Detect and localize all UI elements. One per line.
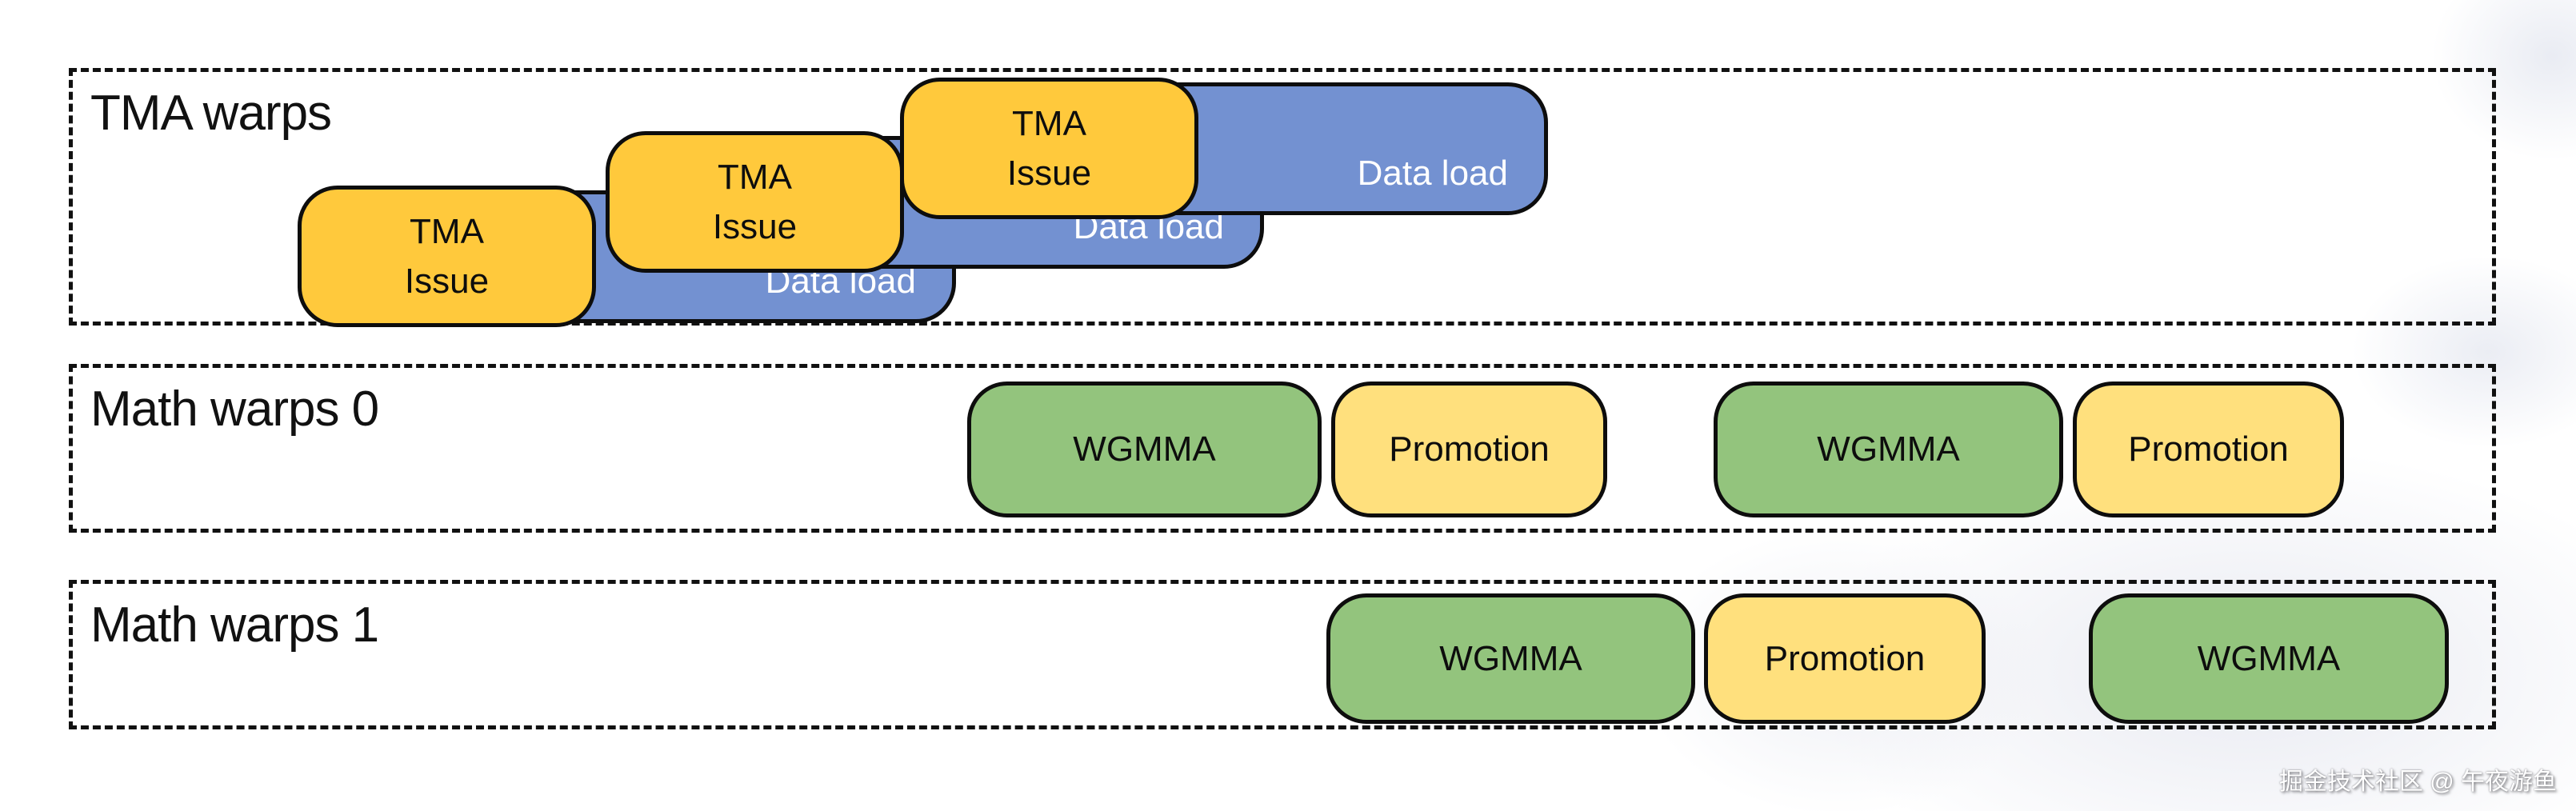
promotion-box: Promotion bbox=[1704, 593, 1986, 724]
wgmma-label: WGMMA bbox=[1073, 429, 1216, 469]
lane-label-math-warps-1: Math warps 1 bbox=[90, 597, 379, 653]
tma-issue-box-1: TMA Issue bbox=[298, 186, 596, 327]
wgmma-box: WGMMA bbox=[1714, 382, 2063, 517]
wgmma-box: WGMMA bbox=[2089, 593, 2449, 724]
wgmma-box: WGMMA bbox=[967, 382, 1322, 517]
site-watermark: 掘金技术社区 @ 午夜游鱼 bbox=[2278, 769, 2557, 795]
data-load-label: Data load bbox=[1357, 154, 1508, 194]
promotion-box: Promotion bbox=[2073, 382, 2344, 517]
wgmma-label: WGMMA bbox=[1439, 638, 1582, 678]
tma-issue-box-3: TMA Issue bbox=[900, 78, 1198, 219]
promotion-label: Promotion bbox=[1764, 638, 1926, 678]
tma-issue-box-2: TMA Issue bbox=[606, 131, 904, 273]
tma-issue-label: TMA Issue bbox=[404, 211, 490, 301]
lane-label-math-warps-0: Math warps 0 bbox=[90, 382, 379, 437]
promotion-label: Promotion bbox=[1389, 429, 1550, 469]
lane-tma-warps: TMA warps Data load TMA Issue Data load … bbox=[69, 68, 2496, 327]
wgmma-label: WGMMA bbox=[2197, 638, 2341, 678]
wgmma-box: WGMMA bbox=[1326, 593, 1695, 724]
lane-math-warps-1: Math warps 1 WGMMA Promotion WGMMA bbox=[69, 580, 2496, 729]
wgmma-label: WGMMA bbox=[1817, 429, 1960, 469]
lane-math-warps-0: Math warps 0 WGMMA Promotion WGMMA Promo… bbox=[69, 364, 2496, 533]
tma-issue-label: TMA Issue bbox=[712, 157, 798, 246]
promotion-label: Promotion bbox=[2128, 429, 2289, 469]
promotion-box: Promotion bbox=[1331, 382, 1607, 517]
lane-label-tma-warps: TMA warps bbox=[90, 86, 332, 141]
tma-issue-label: TMA Issue bbox=[1006, 103, 1092, 193]
